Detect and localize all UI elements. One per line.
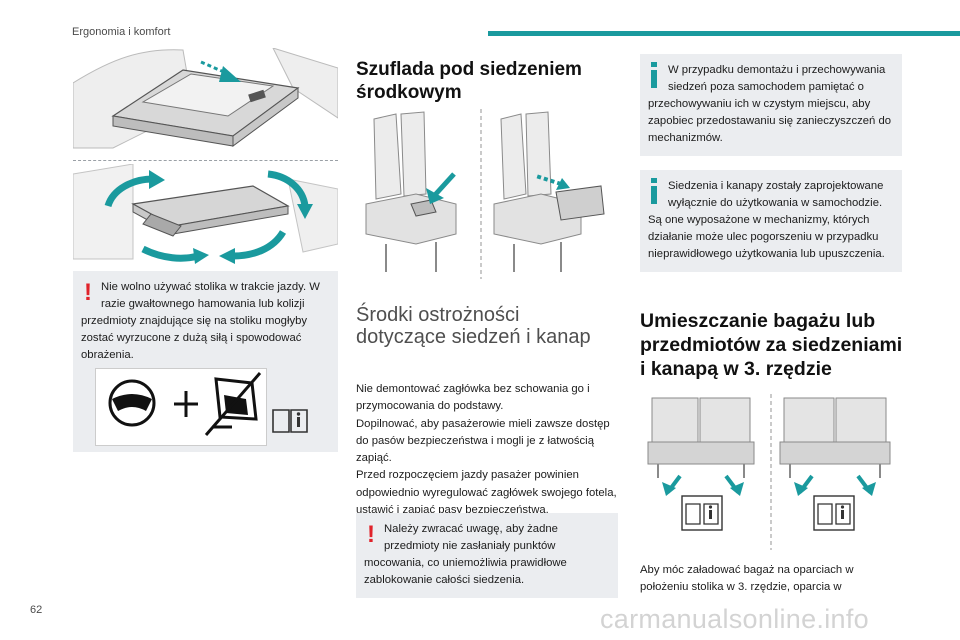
- info-text: W przypadku demontażu i przechowywania s…: [648, 64, 892, 144]
- divider: [73, 160, 338, 161]
- warning-text: Należy zwracać uwagę, aby żadne przedmio…: [364, 523, 567, 586]
- info-icon: [648, 178, 662, 206]
- page-number: 62: [30, 604, 43, 616]
- table-rotate-illustration: [72, 163, 339, 264]
- luggage-text: Aby móc załadować bagaż na oparciach w p…: [640, 564, 854, 594]
- precautions-title: Środki ostrożności dotyczące siedzeń i k…: [356, 304, 591, 348]
- warning-note: ! Nie wolno używać stolika w trakcie jaz…: [73, 271, 338, 373]
- paragraph: Przed rozpoczęciem jazdy pasażer powinie…: [356, 469, 617, 517]
- section-header: Ergonomia i komfort: [72, 26, 171, 38]
- info-note: Siedzenia i kanapy zostały zaprojektowan…: [640, 170, 902, 272]
- third-row-luggage-illustration: [640, 392, 902, 552]
- table-unfold-illustration: [72, 47, 339, 158]
- info-icon: [648, 62, 662, 90]
- warning-icon: !: [84, 279, 92, 306]
- info-note: W przypadku demontażu i przechowywania s…: [640, 54, 902, 156]
- header-accent-bar: [488, 31, 960, 36]
- warning-note: ! Należy zwracać uwagę, aby żadne przedm…: [356, 513, 618, 598]
- watermark: carmanualsonline.info: [600, 604, 869, 634]
- warning-text: Nie wolno używać stolika w trakcie jazdy…: [81, 281, 320, 361]
- no-use-while-driving-pictogram: [95, 368, 267, 446]
- drawer-title: Szuflada pod siedzeniem środkowym: [356, 59, 582, 103]
- seat-drawer-illustration: [356, 104, 606, 284]
- pictogram-panel: [73, 360, 338, 452]
- paragraph: Dopilnować, aby pasażerowie mieli zawsze…: [356, 417, 610, 465]
- info-text: Siedzenia i kanapy zostały zaprojektowan…: [648, 180, 885, 260]
- warning-icon: !: [367, 521, 375, 548]
- luggage-title: Umieszczanie bagażu lub przedmiotów za s…: [640, 310, 903, 380]
- precautions-text: Nie demontować zagłówka bez schowania go…: [356, 381, 618, 519]
- paragraph: Nie demontować zagłówka bez schowania go…: [356, 383, 590, 413]
- manual-book-icon: [271, 406, 309, 434]
